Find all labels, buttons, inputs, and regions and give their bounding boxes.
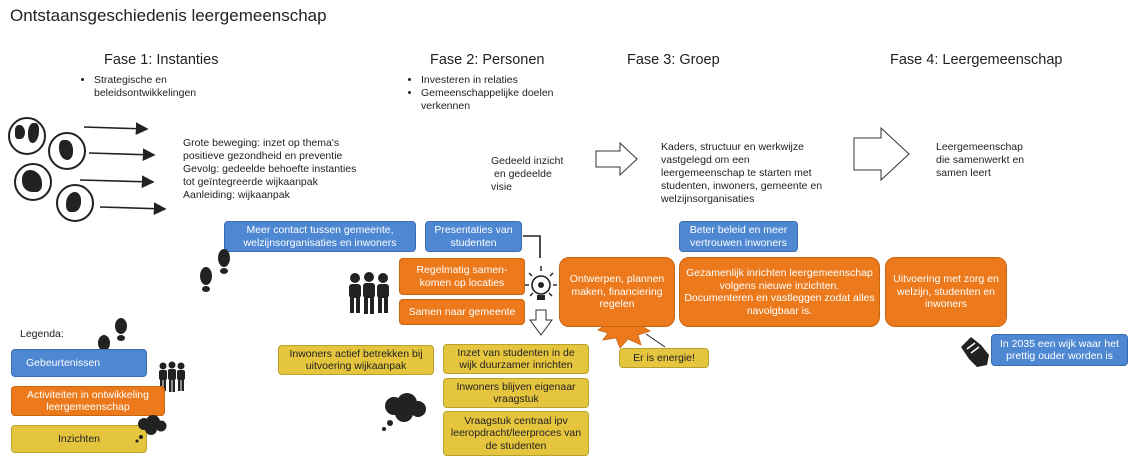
hollow-arrow	[595, 141, 638, 177]
text-line: Gevolg: gedeelde behoefte instanties	[183, 163, 357, 175]
lightbulb-icon	[525, 266, 557, 300]
insight-residents-active: Inwoners actief betrekken bij uitvoering…	[278, 345, 434, 375]
text-line: studenten, inwoners, gemeente en	[661, 180, 823, 192]
connector-line	[645, 333, 666, 348]
event-policy: Beter beleid en meer vertrouwen inwoners	[679, 221, 798, 252]
legend-activities: Activiteiten in ontwikkeling leergemeens…	[11, 386, 165, 416]
people-group-icon	[349, 272, 389, 314]
phase-4-title: Fase 4: Leergemeenschap	[890, 52, 1063, 68]
legend-events: Gebeurtenissen	[11, 349, 147, 377]
europe-map-icon	[14, 163, 52, 201]
thought-cloud-icon	[135, 415, 167, 443]
activity-setup: Gezamenlijk inrichten leergemeenschap vo…	[679, 257, 880, 327]
insight-central-question: Vraagstuk centraal ipv leeropdracht/leer…	[443, 411, 589, 456]
event-goal-2035: In 2035 een wijk waar het prettig ouder …	[991, 334, 1128, 366]
netherlands-map-icon	[48, 132, 86, 170]
arrow	[79, 175, 155, 189]
region-map-icon	[56, 184, 94, 222]
text-line: Kaders, structuur en werkwijze	[661, 141, 804, 153]
globe-icon	[8, 117, 46, 155]
phase-1-title: Fase 1: Instanties	[104, 52, 219, 68]
shared-insight-text: Gedeeld inzicht en gedeelde visie	[491, 155, 591, 194]
connector-line	[523, 235, 541, 258]
event-presentations: Presentaties van studenten	[425, 221, 522, 252]
text-line: positieve gezondheid en preventie	[183, 150, 343, 162]
activity-meet: Regelmatig samen-komen op locaties	[399, 258, 525, 295]
thought-cloud-icon	[382, 393, 426, 431]
phase-2-bullets: Investeren in relaties Gemeenschappelijk…	[407, 74, 571, 113]
phase-1-bullets: Strategische en beleidsontwikkelingen	[80, 74, 264, 100]
phase-3-title: Fase 3: Groep	[627, 52, 720, 68]
hollow-arrow	[853, 126, 910, 182]
text-line: tot geïntegreerde wijkaanpak	[183, 176, 318, 188]
phase-3-description: Kaders, structuur en werkwijze vastgeleg…	[661, 141, 851, 206]
text-line: die samenwerkt en	[936, 154, 1025, 166]
hollow-down-arrow	[529, 309, 553, 336]
text-line: Grote beweging: inzet op thema's	[183, 137, 340, 149]
text-line: samen leert	[936, 167, 991, 179]
activity-municipality: Samen naar gemeente	[399, 299, 525, 325]
text-line: en gedeelde	[494, 168, 552, 180]
text-line: welzijnsorganisaties	[661, 193, 755, 205]
phase-2-title: Fase 2: Personen	[430, 52, 545, 68]
arrow	[99, 202, 167, 216]
activity-execution: Uitvoering met zorg en welzijn, studente…	[885, 257, 1007, 327]
text-line: Leergemeenschap	[936, 141, 1023, 153]
text-line: leergemeenschap te starten met	[661, 167, 812, 179]
event-contact: Meer contact tussen gemeente, welzijnsor…	[224, 221, 416, 252]
energy-label: Er is energie!	[619, 348, 709, 368]
text-line: vastgelegd om een	[661, 154, 750, 166]
phase-1-bullet: Strategische en beleidsontwikkelingen	[94, 74, 264, 100]
arrow	[83, 122, 149, 136]
legend-title: Legenda:	[20, 328, 64, 340]
people-group-icon	[159, 361, 185, 392]
footprints-icon	[200, 249, 230, 292]
shoe-icon	[961, 337, 989, 367]
arrow	[88, 148, 156, 162]
text-line: Aanleiding: wijkaanpak	[183, 189, 290, 201]
movement-text: Grote beweging: inzet op thema's positie…	[183, 137, 413, 202]
phase-2-bullet: Investeren in relaties	[421, 74, 571, 87]
page-title: Ontstaansgeschiedenis leergemeenschap	[10, 6, 327, 25]
insight-students-deploy: Inzet van studenten in de wijk duurzamer…	[443, 344, 589, 374]
insight-residents-owner: Inwoners blijven eigenaar vraagstuk	[443, 378, 589, 408]
phase-2-bullet: Gemeenschappelijke doelen verkennen	[421, 87, 571, 113]
activity-design: Ontwerpen, plannen maken, financiering r…	[559, 257, 675, 327]
legend-insights: Inzichten	[11, 425, 147, 453]
text-line: Gedeeld inzicht	[491, 155, 564, 167]
text-line: visie	[491, 181, 513, 193]
phase-4-description: Leergemeenschap die samenwerkt en samen …	[936, 141, 1056, 180]
